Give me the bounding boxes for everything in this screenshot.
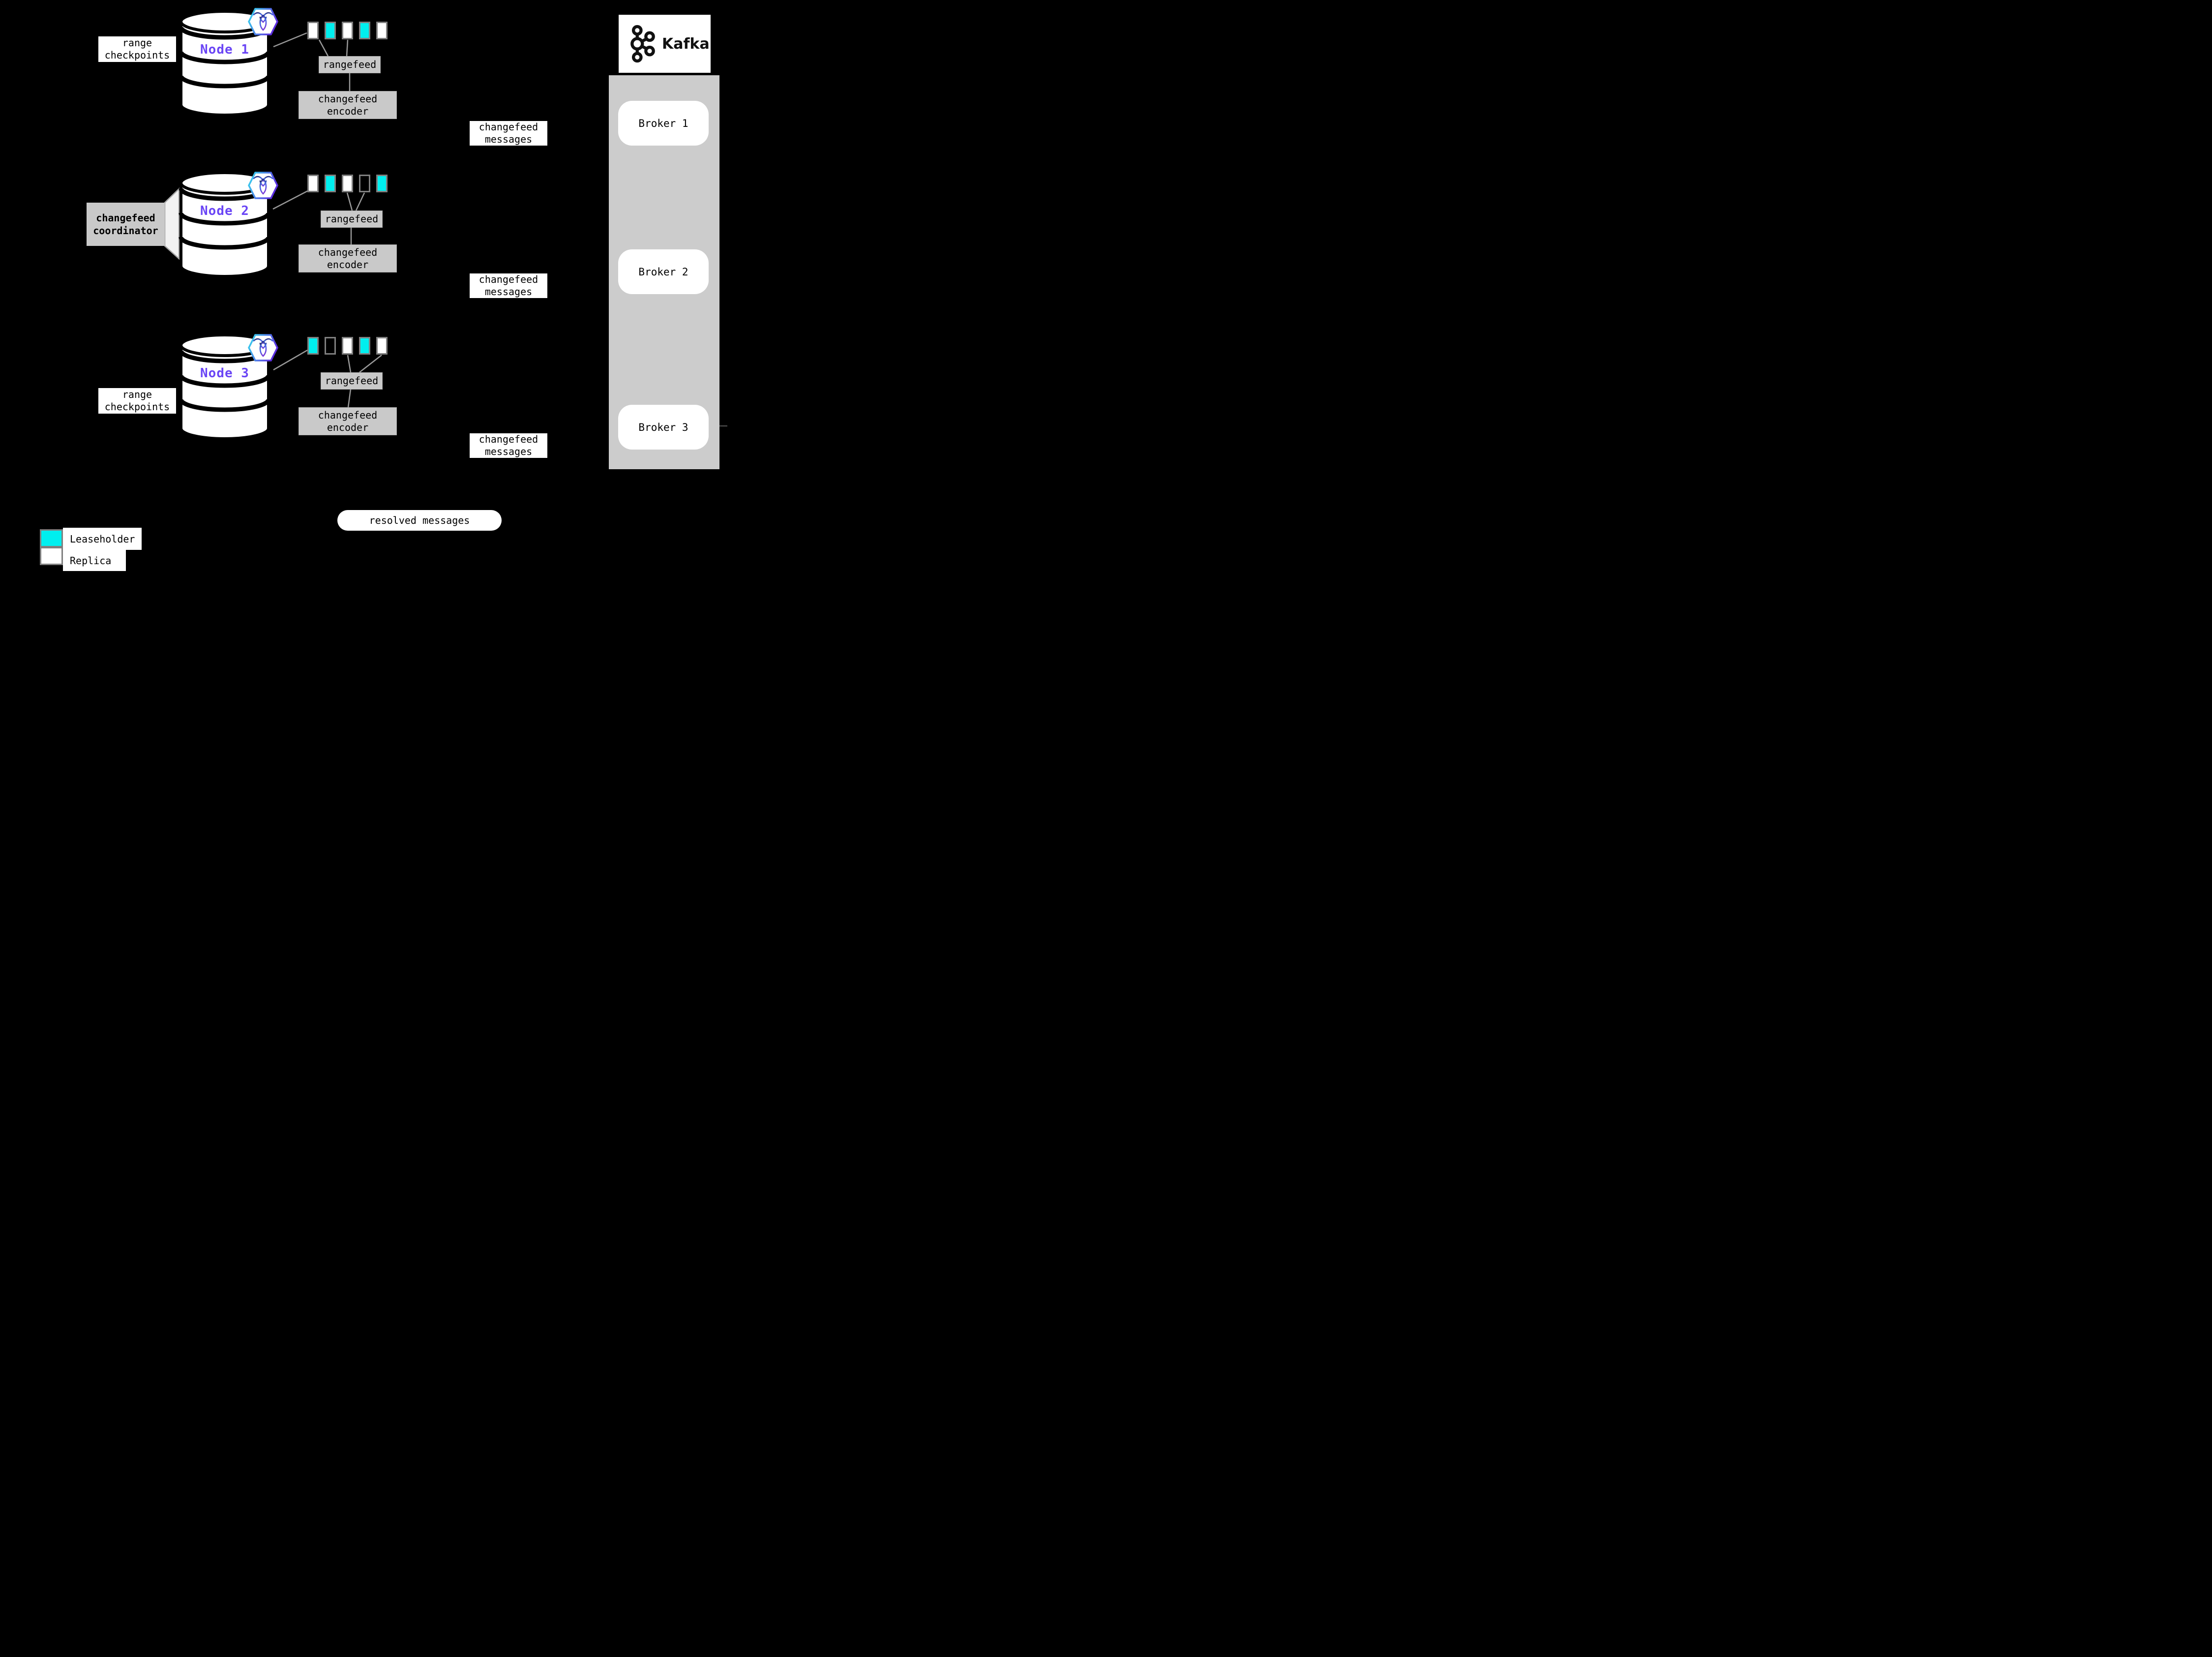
replica-range-square [307, 22, 319, 39]
line-node1-range-to-rangefeed-b [346, 39, 349, 57]
node1-changefeed-messages-label: changefeed messages [470, 121, 547, 146]
node1-rangefeed-box: rangefeed [319, 56, 381, 73]
kafka-logo-box: Kafka [619, 15, 711, 73]
line-node2-range-to-rangefeed-a [346, 192, 353, 211]
leaseholder-range-square [359, 337, 370, 355]
cockroachdb-icon [248, 334, 278, 362]
node3-rangefeed-box: rangefeed [321, 372, 383, 390]
node1-database-cylinder [179, 10, 271, 117]
leaseholder-range-square [307, 337, 319, 355]
empty-range-square [359, 175, 370, 192]
leaseholder-range-square [376, 175, 388, 192]
cockroachdb-icon [248, 172, 278, 199]
replica-range-square [342, 175, 353, 192]
line-node2-range-to-rangefeed-b [355, 192, 365, 211]
resolved-messages-label: resolved messages [337, 510, 502, 531]
broker-3-box: Broker 3 [618, 405, 709, 450]
node3-ranges-row [307, 337, 388, 355]
kafka-wordmark: Kafka [662, 35, 710, 53]
node2-label: Node 2 [200, 204, 249, 218]
line-node3-range-to-rangefeed-b [359, 355, 382, 373]
kafka-logo-icon [630, 25, 655, 63]
range-checkpoints-label-node1: range checkpoints [98, 36, 176, 62]
legend-replica-label: Replica [63, 550, 126, 571]
broker-1-box: Broker 1 [618, 101, 709, 146]
coordinator-flag-shape [164, 187, 180, 260]
node3-changefeed-messages-label: changefeed messages [470, 433, 547, 458]
node3-label: Node 3 [200, 366, 249, 381]
line-node3-range-to-rangefeed-a [347, 355, 352, 373]
line-node1-range-to-rangefeed-a [318, 39, 329, 57]
legend-replica-swatch [40, 547, 63, 565]
empty-range-square [325, 337, 336, 355]
cockroachdb-icon [248, 8, 278, 35]
diagram-canvas: { "title": "CockroachDB changefeed to Ka… [0, 0, 771, 577]
legend-leaseholder-label: Leaseholder [63, 528, 142, 550]
line-node3-rangefeed-to-encoder [347, 389, 352, 408]
changefeed-coordinator-box: changefeed coordinator [87, 203, 165, 246]
leaseholder-range-square [359, 22, 370, 39]
broker-2-box: Broker 2 [618, 249, 709, 294]
replica-range-square [376, 22, 388, 39]
node2-changefeed-messages-label: changefeed messages [470, 273, 547, 298]
leaseholder-range-square [325, 22, 336, 39]
replica-range-square [307, 175, 319, 192]
node2-rangefeed-box: rangefeed [321, 211, 383, 228]
node1-ranges-row [307, 22, 388, 39]
node1-changefeed-encoder-box: changefeed encoder [299, 91, 397, 119]
node2-database-cylinder [179, 171, 271, 278]
node1-label: Node 1 [200, 42, 249, 57]
replica-range-square [342, 337, 353, 355]
legend-leaseholder-swatch [40, 529, 63, 547]
replica-range-square [342, 22, 353, 39]
node3-changefeed-encoder-box: changefeed encoder [299, 407, 397, 435]
range-checkpoints-label-node3: range checkpoints [98, 388, 176, 414]
replica-range-square [376, 337, 388, 355]
leaseholder-range-square [325, 175, 336, 192]
node2-ranges-row [307, 175, 388, 192]
node2-changefeed-encoder-box: changefeed encoder [299, 244, 397, 272]
